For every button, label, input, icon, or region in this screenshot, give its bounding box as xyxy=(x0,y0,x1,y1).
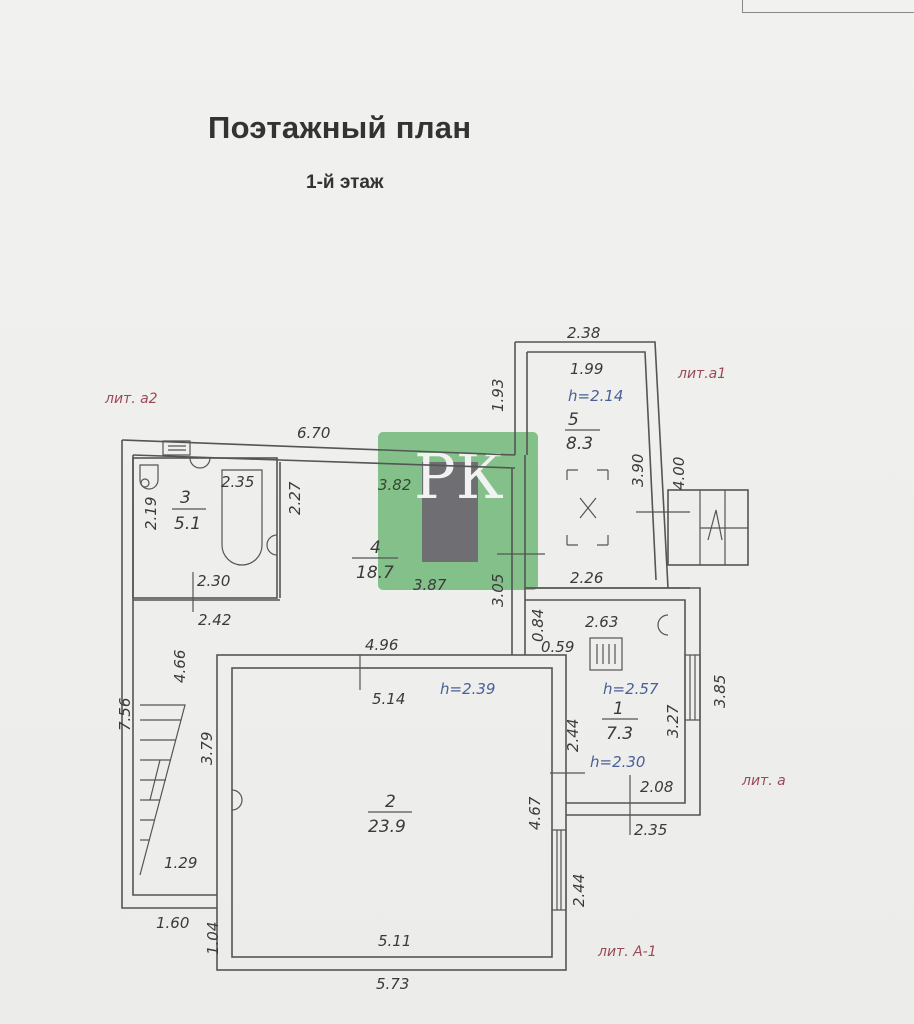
svg-text:5.1: 5.1 xyxy=(174,514,201,534)
svg-text:3: 3 xyxy=(180,488,191,508)
room-3-label: 3 5.1 xyxy=(172,488,206,534)
svg-text:2.44: 2.44 xyxy=(564,719,582,752)
svg-text:2.44: 2.44 xyxy=(570,874,588,907)
svg-text:1.60: 1.60 xyxy=(156,914,189,932)
height-room2: h=2.39 xyxy=(440,680,495,698)
svg-text:5.11: 5.11 xyxy=(378,932,411,950)
svg-text:1.93: 1.93 xyxy=(489,379,507,412)
svg-text:6.70: 6.70 xyxy=(297,424,330,442)
svg-text:2.19: 2.19 xyxy=(142,497,160,530)
height-room1-top: h=2.57 xyxy=(603,680,659,698)
room-2-label: 2 23.9 xyxy=(368,792,412,837)
room-1-label: 1 7.3 xyxy=(602,699,638,744)
svg-text:1.04: 1.04 xyxy=(204,922,222,955)
watermark-logo-backdrop xyxy=(422,462,478,562)
lit-a1-label: лит.а1 xyxy=(677,366,726,382)
svg-text:2.26: 2.26 xyxy=(570,569,603,587)
svg-text:3.79: 3.79 xyxy=(198,732,216,765)
svg-text:0.59: 0.59 xyxy=(541,638,574,656)
svg-text:2.63: 2.63 xyxy=(585,613,618,631)
svg-text:3.27: 3.27 xyxy=(664,704,682,738)
height-room5: h=2.14 xyxy=(568,387,623,405)
svg-text:3.05: 3.05 xyxy=(489,574,507,607)
svg-text:23.9: 23.9 xyxy=(368,817,406,837)
page-title: Поэтажный план xyxy=(208,110,472,145)
frame-corner xyxy=(742,0,914,13)
svg-text:0.84: 0.84 xyxy=(529,609,547,642)
svg-text:5: 5 xyxy=(568,410,579,430)
floor-label: 1-й этаж xyxy=(306,172,384,193)
svg-text:7.56: 7.56 xyxy=(116,698,134,731)
svg-text:2.42: 2.42 xyxy=(198,611,231,629)
svg-text:5.14: 5.14 xyxy=(372,690,405,708)
svg-text:2.35: 2.35 xyxy=(634,821,667,839)
svg-text:2.35: 2.35 xyxy=(221,473,254,491)
svg-text:4.96: 4.96 xyxy=(365,636,398,654)
svg-text:3.82: 3.82 xyxy=(378,476,411,494)
room-4-label: 4 18.7 xyxy=(352,538,398,583)
svg-text:3.85: 3.85 xyxy=(711,675,729,708)
svg-text:2: 2 xyxy=(385,792,396,812)
svg-text:18.7: 18.7 xyxy=(356,563,394,583)
watermark-logo-text: РК xyxy=(414,440,504,513)
svg-text:2.08: 2.08 xyxy=(640,778,673,796)
lit-a-label: лит. а xyxy=(741,773,786,789)
room-5-label: 5 8.3 xyxy=(565,410,600,454)
dimensions: 2.38 1.99 2.26 6.70 2.35 2.30 2.42 3.82 … xyxy=(116,324,729,993)
svg-text:1: 1 xyxy=(613,699,624,719)
svg-text:4.67: 4.67 xyxy=(526,796,544,830)
svg-text:8.3: 8.3 xyxy=(566,434,593,454)
lit-a2-label: лит. а2 xyxy=(104,391,158,407)
lit-A1-label: лит. А-1 xyxy=(597,944,657,960)
svg-text:4: 4 xyxy=(370,538,381,558)
svg-text:2.38: 2.38 xyxy=(567,324,600,342)
svg-text:2.30: 2.30 xyxy=(197,572,230,590)
svg-text:4.66: 4.66 xyxy=(171,650,189,683)
walls xyxy=(121,341,749,971)
svg-text:4.00: 4.00 xyxy=(670,457,688,490)
height-room1-bottom: h=2.30 xyxy=(590,753,645,771)
svg-text:5.73: 5.73 xyxy=(376,975,409,993)
svg-text:1.29: 1.29 xyxy=(164,854,197,872)
svg-text:3.87: 3.87 xyxy=(413,576,447,594)
svg-text:2.27: 2.27 xyxy=(286,481,304,515)
svg-text:1.99: 1.99 xyxy=(570,360,603,378)
svg-text:7.3: 7.3 xyxy=(606,724,633,744)
svg-text:3.90: 3.90 xyxy=(629,454,647,487)
